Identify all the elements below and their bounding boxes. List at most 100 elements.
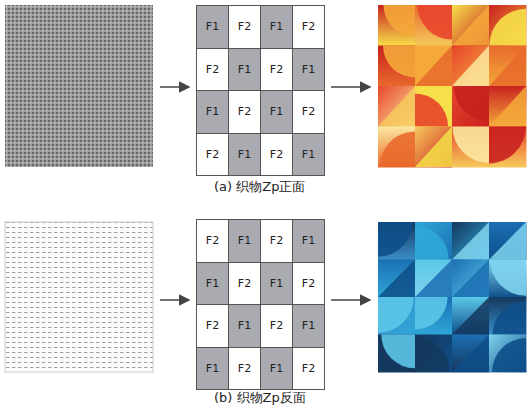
cell-label: F2: [270, 148, 283, 161]
triangle-shape: [452, 46, 489, 87]
cell-label: F1: [206, 362, 219, 375]
grid-cell: F1: [292, 219, 325, 263]
quarter-circle: [380, 132, 415, 167]
grid-cell: F2: [260, 304, 293, 348]
cell-label: F1: [238, 63, 251, 76]
grid-cell: F2: [260, 219, 293, 263]
grid-cell: F1: [292, 304, 325, 348]
pattern-tile: [452, 222, 490, 260]
quarter-circle: [493, 301, 526, 334]
cell-label: F2: [302, 277, 315, 290]
triangle-shape: [489, 86, 526, 127]
pattern-tile: [489, 127, 527, 168]
flow-arrow: [331, 86, 370, 88]
cell-label: F2: [206, 148, 219, 161]
grid-cell: F2: [260, 48, 293, 92]
triangle-shape: [415, 127, 452, 168]
triangle-shape: [378, 86, 415, 127]
pattern-tile: [378, 297, 416, 335]
cell-label: F1: [238, 148, 251, 161]
quarter-circle: [452, 127, 489, 164]
grid-cell: F2: [196, 48, 229, 92]
pattern-tile: [452, 5, 490, 46]
cell-label: F1: [270, 362, 283, 375]
quarter-circle: [489, 127, 526, 164]
triangle-shape: [452, 260, 489, 298]
grid-cell: F2: [196, 304, 229, 348]
pattern-tile: [378, 46, 416, 87]
pattern-tile: [415, 5, 453, 46]
cell-label: F2: [238, 105, 251, 118]
pattern-tile: [452, 86, 490, 127]
pattern-tile: [415, 46, 453, 87]
grid-cell: F2: [292, 5, 325, 49]
grid-cell: F2: [196, 219, 229, 263]
grid-cell: F1: [228, 304, 261, 348]
pattern-tile: [415, 297, 453, 335]
grid-cell: F2: [292, 90, 325, 134]
pattern-tile: [452, 127, 490, 168]
pattern-tile: [378, 335, 416, 373]
grid-cell: F1: [196, 5, 229, 49]
quarter-circle: [415, 93, 448, 126]
triangle-shape: [378, 260, 415, 298]
quarter-circle: [378, 222, 413, 257]
grid-cell: F2: [260, 133, 293, 177]
grid-cell: F1: [228, 48, 261, 92]
pattern-tile: [415, 127, 453, 168]
pattern-tile: [489, 297, 527, 335]
quarter-circle: [492, 338, 526, 372]
cell-label: F1: [302, 319, 315, 332]
cell-label: F1: [270, 105, 283, 118]
pattern-tile: [378, 222, 416, 260]
cell-label: F1: [302, 63, 315, 76]
quarter-circle: [383, 5, 415, 37]
quarter-circle: [490, 260, 526, 296]
quarter-circle: [415, 297, 448, 330]
flow-arrow: [160, 86, 189, 88]
grid-cell: F2: [228, 90, 261, 134]
grid-cell: F1: [260, 5, 293, 49]
grid-cell: F1: [196, 262, 229, 306]
pattern-tile: [378, 86, 416, 127]
triangle-shape: [415, 260, 452, 298]
quarter-circle: [378, 297, 414, 333]
pattern-tile: [415, 86, 453, 127]
grid-cell: F1: [292, 48, 325, 92]
grid-cell: F1: [196, 347, 229, 391]
cell-label: F1: [238, 319, 251, 332]
cell-label: F2: [270, 63, 283, 76]
triangle-shape: [452, 297, 489, 335]
flow-arrow: [160, 299, 189, 301]
pattern-tile: [489, 46, 527, 87]
grid-cell: F1: [260, 262, 293, 306]
triangle-shape: [415, 46, 452, 87]
grid-cell: F2: [196, 133, 229, 177]
cell-label: F1: [206, 277, 219, 290]
pattern-tile: [452, 260, 490, 298]
fabric-back-texture: [5, 222, 153, 372]
caption: (a) 织物Zp正面: [214, 178, 305, 196]
cell-label: F2: [206, 63, 219, 76]
cell-label: F2: [270, 234, 283, 247]
cell-label: F2: [302, 362, 315, 375]
cell-label: F2: [270, 319, 283, 332]
pattern-tile: [378, 260, 416, 298]
grid-cell: F2: [228, 5, 261, 49]
quarter-circle: [415, 226, 449, 260]
caption: (b) 织物Zp反面: [214, 389, 306, 407]
flow-arrow: [331, 299, 370, 301]
pattern-tile: [489, 335, 527, 373]
pattern-tile: [489, 86, 527, 127]
pattern-tile: [489, 260, 527, 298]
pattern-tile: [489, 222, 527, 260]
pattern-tile: [378, 127, 416, 168]
triangle-shape: [489, 46, 526, 87]
cell-label: F2: [302, 105, 315, 118]
cell-label: F1: [206, 20, 219, 33]
quarter-circle: [383, 46, 415, 78]
pattern-tile: [452, 335, 490, 373]
cell-label: F1: [270, 277, 283, 290]
quarter-circle: [454, 86, 489, 121]
pattern-tile: [378, 5, 416, 46]
